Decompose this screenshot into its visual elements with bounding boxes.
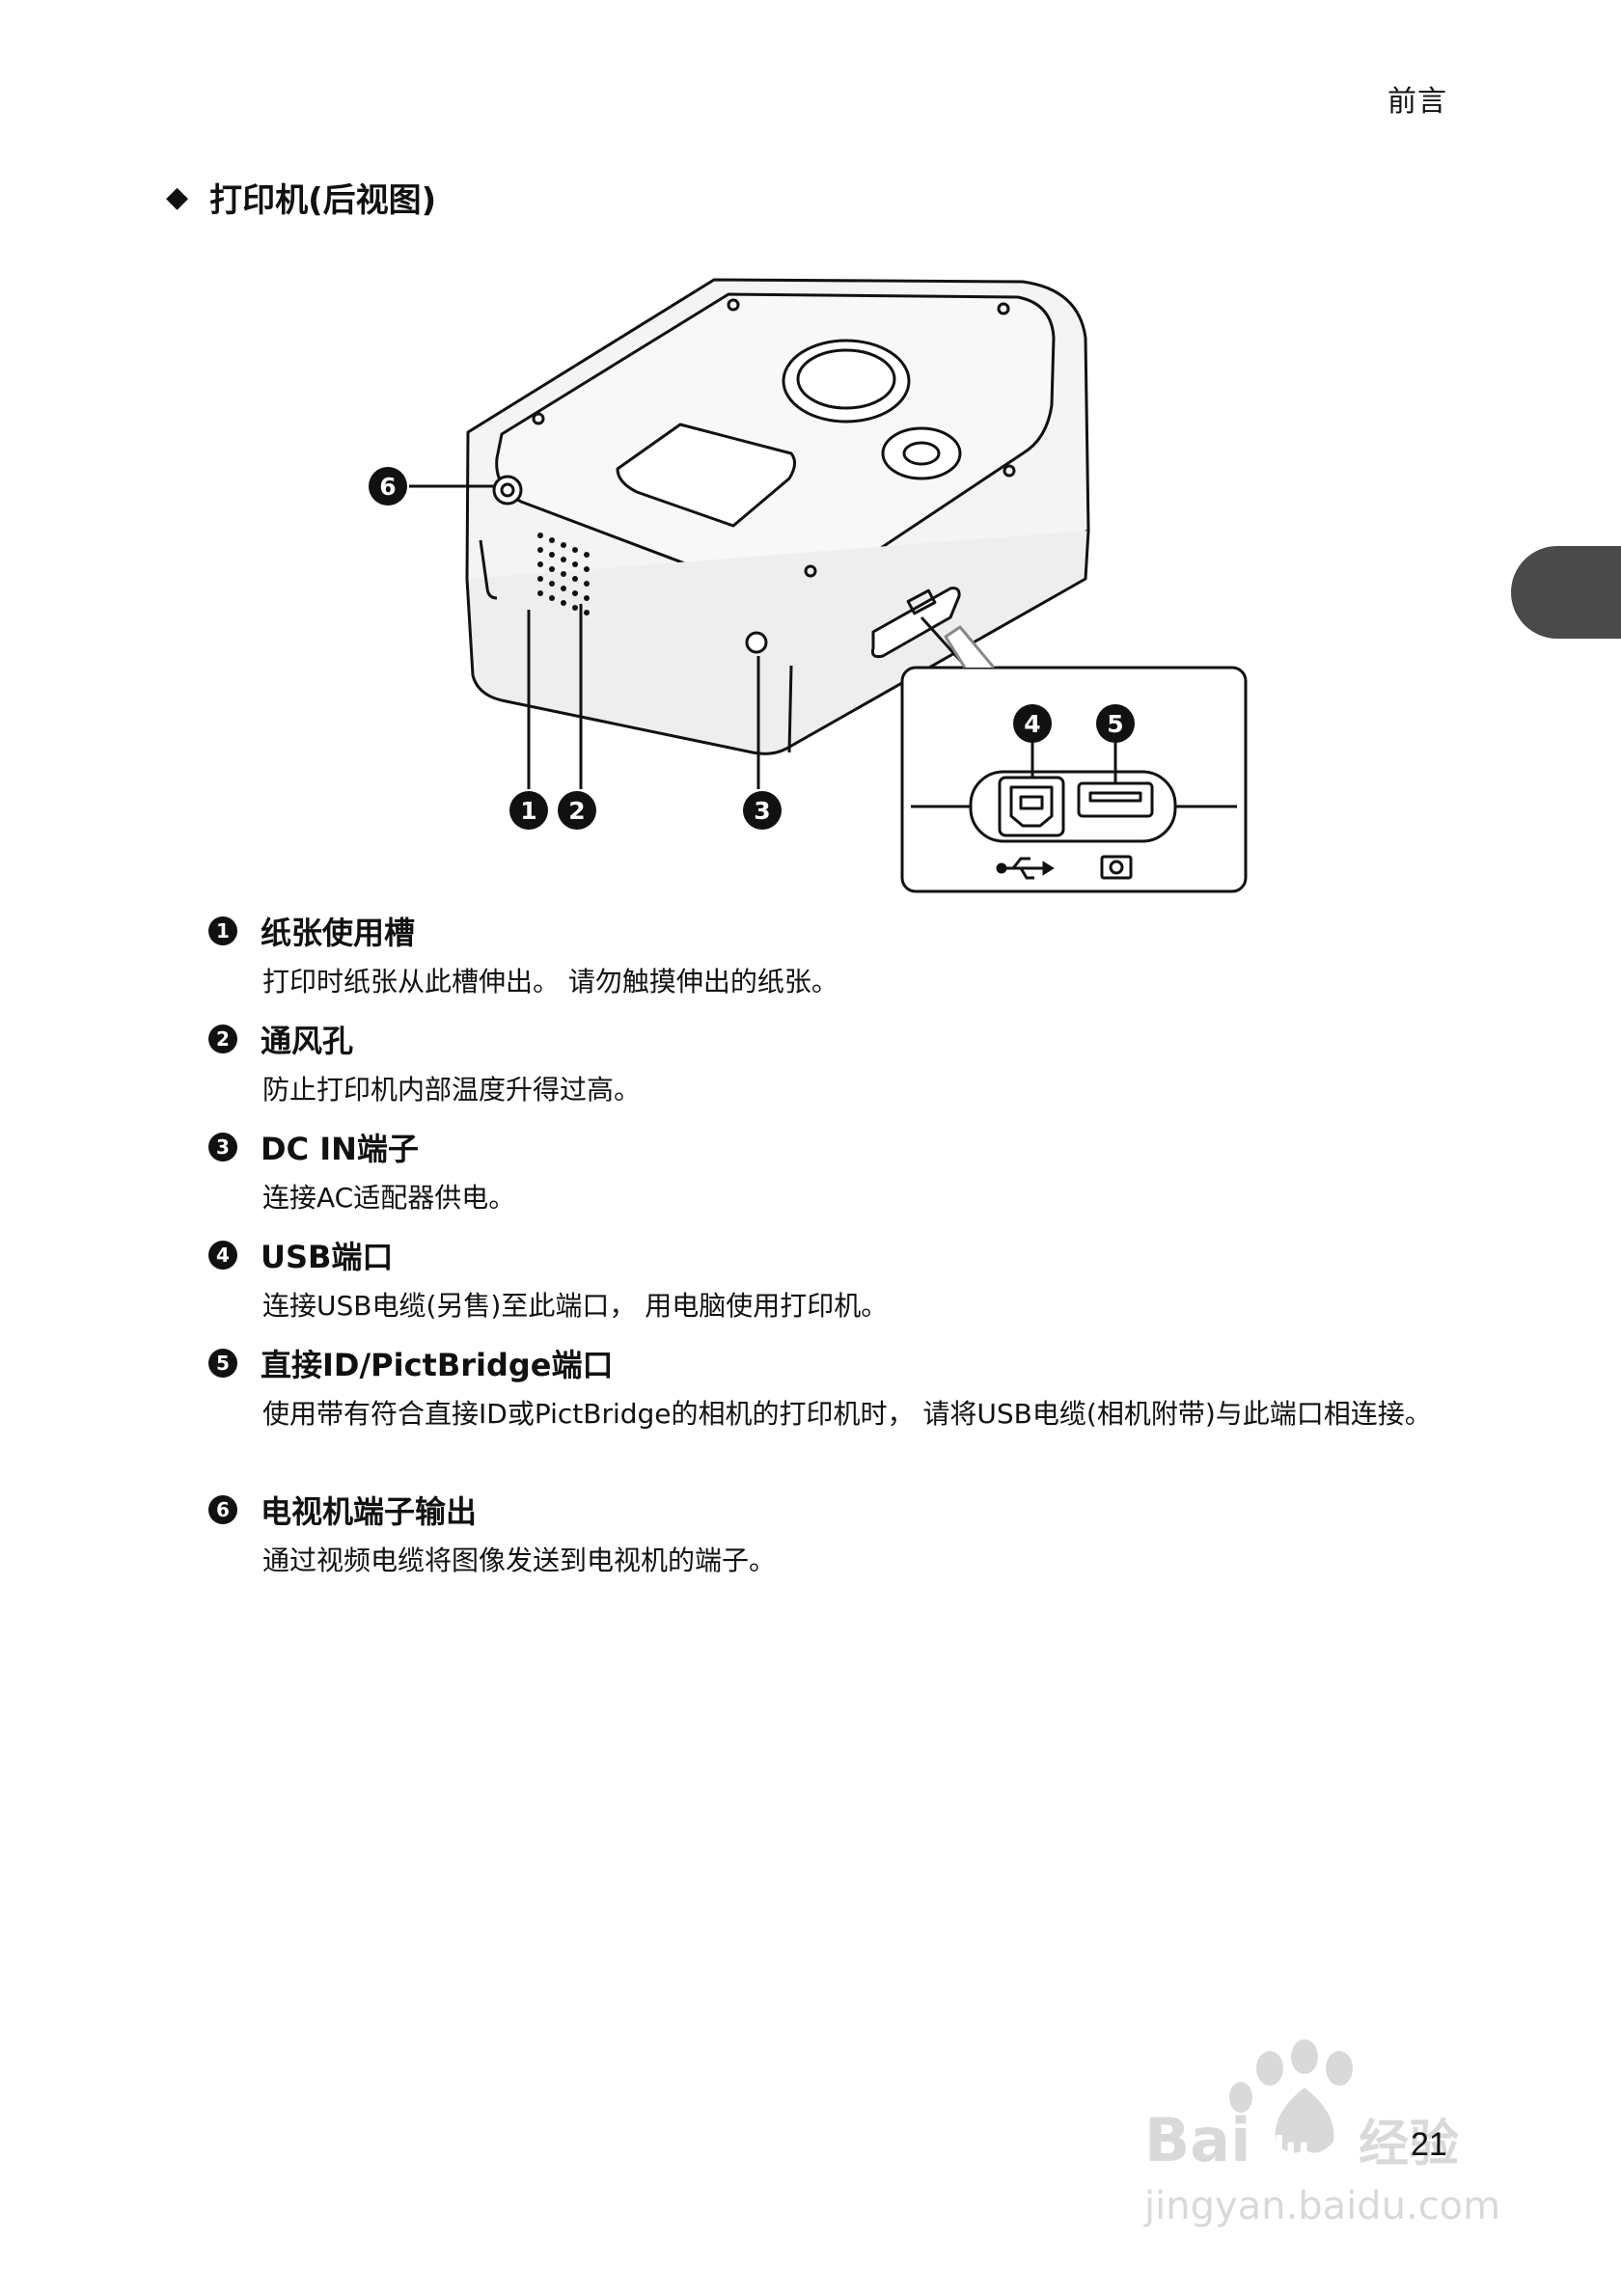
item-title: DC IN端子 xyxy=(261,1131,419,1167)
item-description: 防止打印机内部温度升得过高。 xyxy=(262,1074,642,1106)
svg-text:du: du xyxy=(1260,2130,1309,2170)
item-number-badge: 4 xyxy=(208,1241,237,1270)
svg-text:6: 6 xyxy=(379,473,396,501)
tv-out-jack xyxy=(492,475,523,506)
item-title: 纸张使用槽 xyxy=(261,915,416,951)
item-description: 连接AC适配器供电。 xyxy=(262,1182,516,1214)
item-description: 通过视频电缆将图像发送到电视机的端子。 xyxy=(262,1544,777,1576)
svg-text:4: 4 xyxy=(1024,710,1040,738)
page-number: 21 xyxy=(1411,2126,1447,2163)
printer-front-side xyxy=(465,530,1090,755)
callout-2: 2 xyxy=(558,791,596,830)
svg-text:1: 1 xyxy=(520,797,536,825)
list-item: 4 USB端口 连接USB电缆(另售)至此端口， 用电脑使用打印机。 xyxy=(208,1233,1463,1326)
dc-in-jack xyxy=(745,631,768,654)
callout-3: 3 xyxy=(743,791,782,830)
item-description: 打印时纸张从此槽伸出。 请勿触摸伸出的纸张。 xyxy=(262,966,838,998)
list-item: 2 通风孔 防止打印机内部温度升得过高。 xyxy=(208,1017,1463,1109)
header-section-label: 前言 xyxy=(1387,85,1447,119)
control-pad xyxy=(881,426,962,480)
item-title: USB端口 xyxy=(261,1239,394,1275)
item-title: 直接ID/PictBridge端口 xyxy=(261,1347,614,1383)
section-title: 打印机(后视图) xyxy=(209,181,437,220)
item-number-badge: 6 xyxy=(208,1495,237,1524)
side-port-area xyxy=(871,587,961,659)
baidu-watermark-logo: Bai du 经验 jingyan.baidu.com xyxy=(1143,2039,1500,2228)
callout-4: 4 xyxy=(1013,704,1052,743)
svg-text:3: 3 xyxy=(754,797,770,825)
list-item: 5 直接ID/PictBridge端口 使用带有符合直接ID或PictBridge… xyxy=(208,1341,1463,1434)
chapter-tab xyxy=(1511,546,1621,639)
list-item: 6 电视机端子输出 通过视频电缆将图像发送到电视机的端子。 xyxy=(208,1488,1463,1580)
svg-text:Bai: Bai xyxy=(1144,2105,1250,2175)
list-item: 1 纸张使用槽 打印时纸张从此槽伸出。 请勿触摸伸出的纸张。 xyxy=(208,909,1463,1001)
item-number-badge: 3 xyxy=(208,1133,237,1162)
usb-symbol-icon xyxy=(996,857,1055,880)
callout-1: 1 xyxy=(509,791,548,830)
paper-slot xyxy=(479,539,498,600)
item-description: 连接USB电缆(另售)至此端口， 用电脑使用打印机。 xyxy=(262,1290,889,1322)
list-item: 3 DC IN端子 连接AC适配器供电。 xyxy=(208,1125,1463,1217)
callout-6: 6 xyxy=(369,467,407,506)
vent-holes xyxy=(537,533,590,615)
diamond-bullet-icon: ◆ xyxy=(166,180,189,214)
section-heading: ◆ 打印机(后视图) xyxy=(166,174,436,221)
svg-text:2: 2 xyxy=(568,797,585,825)
svg-text:经验: 经验 xyxy=(1359,2116,1459,2173)
printer-rear-illustration: 6 1 2 3 4 5 xyxy=(369,278,1248,893)
callout-5: 5 xyxy=(1096,704,1135,743)
item-description: 使用带有符合直接ID或PictBridge的相机的打印机时， 请将USB电缆(相… xyxy=(262,1398,1432,1430)
svg-text:5: 5 xyxy=(1107,710,1123,738)
callout-markers: 6 1 2 3 4 5 xyxy=(369,467,1135,830)
camera-symbol-icon xyxy=(1100,855,1133,880)
item-title: 电视机端子输出 xyxy=(261,1493,478,1530)
item-number-badge: 2 xyxy=(208,1025,237,1053)
display-window xyxy=(616,423,796,528)
item-title: 通风孔 xyxy=(261,1023,354,1059)
item-number-badge: 1 xyxy=(208,916,237,945)
svg-text:jingyan.baidu.com: jingyan.baidu.com xyxy=(1143,2184,1500,2228)
item-number-badge: 5 xyxy=(208,1349,237,1378)
